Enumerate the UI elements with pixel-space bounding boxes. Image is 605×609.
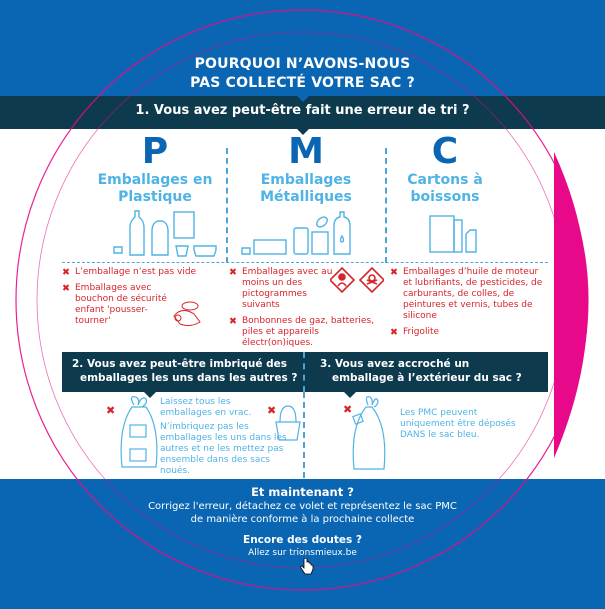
question-divider [303, 352, 305, 392]
category-label-line1: Cartons à [407, 172, 483, 188]
question2-notch [144, 392, 156, 398]
category-letter: P [141, 131, 169, 172]
question2-text1: Laissez tous les emballages en vrac. [160, 397, 252, 418]
link-prefix: Allez sur [248, 548, 290, 558]
error-list-p: ✖ L’emballage n’est pas vide ✖ Emballages … [62, 267, 220, 332]
category-m: M Emballages Métalliques [232, 132, 380, 206]
category-label-line1: Emballages [260, 172, 352, 188]
error-x-icon: ✖ [62, 267, 70, 278]
error-x-icon: ✖ [106, 404, 116, 417]
question1-notch [297, 129, 309, 135]
footer: Et maintenant ? Corrigez l'erreur, détac… [0, 485, 605, 559]
error-text: Emballages d’huile de moteur et lubrifia… [403, 267, 543, 321]
title-line1: POURQUOI N’AVONS-NOUS [194, 56, 411, 72]
drink-carton-icon [429, 215, 477, 253]
category-label-line2: Plastique [118, 189, 192, 205]
error-x-icon: ✖ [229, 267, 237, 278]
category-label-line2: boissons [410, 189, 480, 205]
error-x-icon: ✖ [343, 403, 353, 416]
child-safety-cap-icon [173, 301, 201, 327]
footer-line2: de manière conforme à la prochaine colle… [190, 514, 415, 525]
page-title: POURQUOI N’AVONS-NOUS PAS COLLECTÉ VOTRE… [0, 55, 605, 93]
error-x-icon: ✖ [229, 316, 237, 327]
questions-2-3-band [62, 352, 548, 392]
question2-line1: 2. Vous avez peut-être imbriqué des [72, 358, 287, 370]
title-line2: PAS COLLECTÉ VOTRE SAC ? [190, 75, 415, 91]
question3-notch [344, 392, 356, 398]
question1-title: 1. Vous avez peut-être fait une erreur d… [135, 103, 470, 118]
footer-heading2: Encore des doutes ? [243, 534, 362, 546]
error-x-icon: ✖ [62, 283, 70, 294]
question3-text: Les PMC peuvent uniquement être déposés … [400, 408, 516, 440]
question3-title: 3. Vous avez accroché un emballage à l’e… [320, 357, 542, 385]
pink-arc-decoration [554, 152, 588, 458]
footer-link-line: Allez sur trionsmieux.be [0, 547, 605, 559]
website-link[interactable]: trionsmieux.be [289, 548, 357, 558]
error-item: ✖ Emballages avec bouchon de sécurité enf… [62, 283, 167, 327]
question2-text2: N’imbriquez pas les emballages les uns d… [160, 422, 287, 476]
error-text: L’emballage n’est pas vide [75, 267, 197, 277]
nested-bag-icon [120, 396, 158, 468]
category-letter: M [288, 131, 324, 172]
hazard-pictogram-icon [330, 266, 384, 294]
category-c: C Cartons à boissons [385, 132, 505, 206]
metal-packaging-icon [241, 211, 351, 255]
nested-bucket-icon [275, 405, 301, 441]
error-x-icon: ✖ [267, 404, 277, 417]
bag-with-attached-item-icon [352, 396, 386, 470]
column-divider [226, 148, 228, 263]
error-item: ✖ Emballages avec au moins un des pictogr… [229, 267, 342, 311]
category-label-line1: Emballages en [97, 172, 213, 188]
question2-line2: emballages les uns dans les autres ? [80, 372, 298, 384]
error-text: Bonbonnes de gaz, batteries, piles et ap… [242, 316, 374, 348]
error-text: Emballages avec au moins un des pictogra… [242, 267, 333, 310]
error-x-icon: ✖ [390, 327, 398, 338]
question2-title: 2. Vous avez peut-être imbriqué des emba… [72, 357, 298, 385]
question3-line2: emballage à l’extérieur du sac ? [332, 372, 522, 384]
error-text: Frigolite [403, 327, 440, 337]
hand-pointer-icon [300, 558, 314, 575]
column-divider [385, 148, 387, 263]
question-divider [303, 392, 305, 478]
error-item: ✖ Frigolite [390, 327, 550, 338]
error-item: ✖ Emballages d’huile de moteur et lubrifi… [390, 267, 550, 322]
footer-heading: Et maintenant ? [251, 485, 354, 499]
question3-line1: 3. Vous avez accroché un [320, 358, 470, 370]
category-label-line2: Métalliques [260, 189, 352, 205]
error-item: ✖ Bonbonnes de gaz, batteries, piles et a… [229, 316, 383, 349]
footer-line1: Corrigez l'erreur, détachez ce volet et … [148, 501, 457, 512]
category-letter: C [431, 131, 459, 172]
error-list-c: ✖ Emballages d’huile de moteur et lubrifi… [390, 267, 550, 343]
error-x-icon: ✖ [390, 267, 398, 278]
error-text: Emballages avec bouchon de sécurité enfa… [75, 283, 167, 326]
section-divider [62, 262, 548, 263]
plastic-packaging-icon [113, 210, 217, 257]
error-list-m: ✖ Emballages avec au moins un des pictogr… [229, 267, 383, 354]
question2-text: Laissez tous les emballages en vrac. N’i… [160, 397, 298, 477]
title-notch [297, 96, 309, 102]
category-p: P Emballages en Plastique [85, 132, 225, 206]
error-item: ✖ L’emballage n’est pas vide [62, 267, 220, 278]
